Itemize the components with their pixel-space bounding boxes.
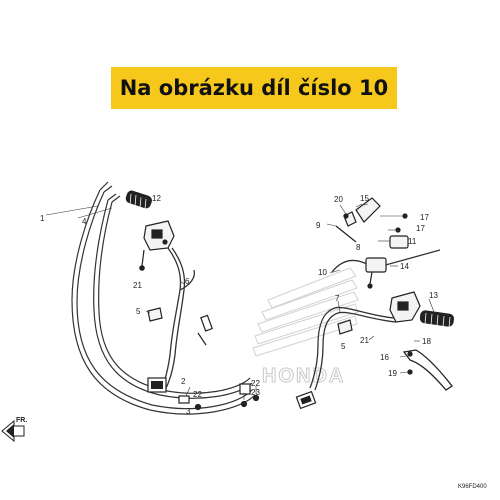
part-label-3: 3 <box>186 407 191 416</box>
part-label-18: 18 <box>422 337 431 346</box>
part-label-23: 23 <box>251 388 260 397</box>
part-label-17-upper: 17 <box>420 213 429 222</box>
throttle-cables <box>71 181 256 415</box>
part-label-9: 9 <box>316 221 321 230</box>
front-brake-switch <box>389 213 409 249</box>
part-label-2: 2 <box>181 377 186 386</box>
throttle-housing <box>139 220 175 271</box>
part-label-19: 19 <box>388 369 397 378</box>
cable-adjuster <box>197 314 213 346</box>
part-label-21-left: 21 <box>133 281 142 290</box>
part-label-4: 4 <box>82 217 87 226</box>
part-label-12: 12 <box>152 194 161 203</box>
right-wiring-harness <box>309 306 397 391</box>
direction-label: FR. <box>16 417 27 424</box>
part-label-11: 11 <box>408 237 417 246</box>
switch-wiring-harness <box>161 247 196 389</box>
part-label-22-right: 22 <box>251 379 260 388</box>
wiring-connector <box>147 377 167 393</box>
part-number-banner: Na obrázku díl číslo 10 <box>111 67 397 109</box>
front-direction-arrow: FR. <box>1 417 27 443</box>
part-label-5-left: 5 <box>136 307 141 316</box>
part-label-7: 7 <box>335 294 340 303</box>
right-handlebar-grip <box>419 310 455 329</box>
honda-wing-watermark: HONDA <box>252 267 359 388</box>
part-label-21-right: 21 <box>360 336 369 345</box>
brake-lever <box>402 349 453 391</box>
throttle-grip <box>125 190 152 210</box>
part-label-5-right: 5 <box>341 342 346 351</box>
right-wiring-connector <box>295 390 317 410</box>
part-label-20: 20 <box>334 195 343 204</box>
part-label-8: 8 <box>356 243 361 252</box>
banner-text: Na obrázku díl číslo 10 <box>119 76 389 100</box>
part-label-10: 10 <box>318 268 327 277</box>
cable-clamp-left <box>147 307 163 322</box>
right-switch-housing <box>389 291 421 323</box>
watermark-brand: HONDA <box>262 365 345 387</box>
part-label-17-lower: 17 <box>416 224 425 233</box>
leader-lines <box>45 197 435 400</box>
part-label-16: 16 <box>380 353 389 362</box>
part-label-15: 15 <box>360 194 369 203</box>
diagram-code: K96FD400 <box>458 484 487 490</box>
brake-switch-cables <box>331 249 441 273</box>
part-label-13: 13 <box>429 291 438 300</box>
part-label-1: 1 <box>40 214 45 223</box>
brake-switch-unit <box>365 257 387 289</box>
part-label-6: 6 <box>185 277 190 286</box>
part-label-14: 14 <box>400 262 409 271</box>
bottom-fasteners <box>178 383 260 411</box>
part-label-22-left: 22 <box>193 390 202 399</box>
cable-clamp-right <box>337 319 353 335</box>
brake-switch-bracket <box>335 197 381 243</box>
